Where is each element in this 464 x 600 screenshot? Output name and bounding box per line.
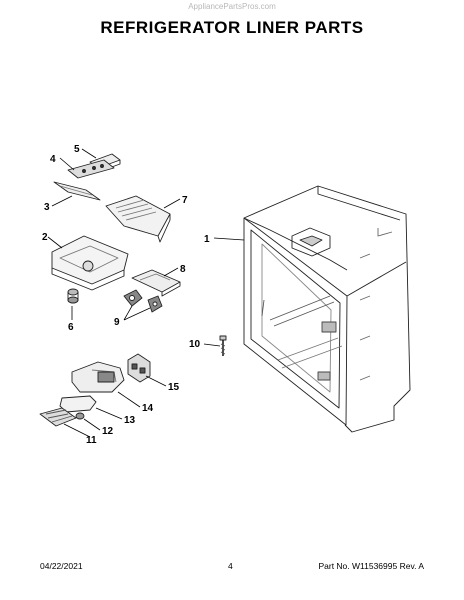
footer-page-number: 4 bbox=[228, 561, 233, 571]
callout-4: 4 bbox=[50, 154, 56, 165]
part-14 bbox=[71, 361, 125, 393]
callout-7: 7 bbox=[182, 195, 188, 206]
part-10 bbox=[219, 335, 227, 356]
page-title: REFRIGERATOR LINER PARTS bbox=[100, 18, 364, 37]
callout-1: 1 bbox=[204, 234, 210, 245]
callout-13: 13 bbox=[124, 415, 136, 426]
part-9 bbox=[123, 289, 163, 313]
callout-5: 5 bbox=[74, 144, 80, 155]
part-13 bbox=[59, 395, 97, 413]
part-3 bbox=[53, 181, 101, 201]
callout-8: 8 bbox=[180, 264, 186, 275]
part-6 bbox=[67, 288, 79, 304]
watermark: AppliancePartsPros.com bbox=[188, 2, 276, 11]
part-2 bbox=[51, 235, 129, 291]
callout-6: 6 bbox=[68, 322, 74, 333]
part-12 bbox=[75, 412, 85, 420]
part-8 bbox=[131, 269, 181, 297]
part-15 bbox=[127, 353, 151, 383]
callout-9: 9 bbox=[114, 317, 120, 328]
callout-12: 12 bbox=[102, 426, 114, 437]
footer-date: 04/22/2021 bbox=[40, 561, 83, 571]
liner-part-1 bbox=[243, 185, 411, 433]
callout-11: 11 bbox=[86, 435, 97, 446]
callout-2: 2 bbox=[42, 232, 48, 243]
callout-15: 15 bbox=[168, 382, 180, 393]
callout-10: 10 bbox=[189, 339, 201, 350]
callout-14: 14 bbox=[142, 403, 154, 414]
callout-3: 3 bbox=[44, 202, 50, 213]
footer-part-number: Part No. W11536995 Rev. A bbox=[318, 561, 424, 571]
part-4 bbox=[67, 159, 115, 179]
part-7 bbox=[105, 195, 171, 243]
part-11 bbox=[39, 407, 77, 427]
